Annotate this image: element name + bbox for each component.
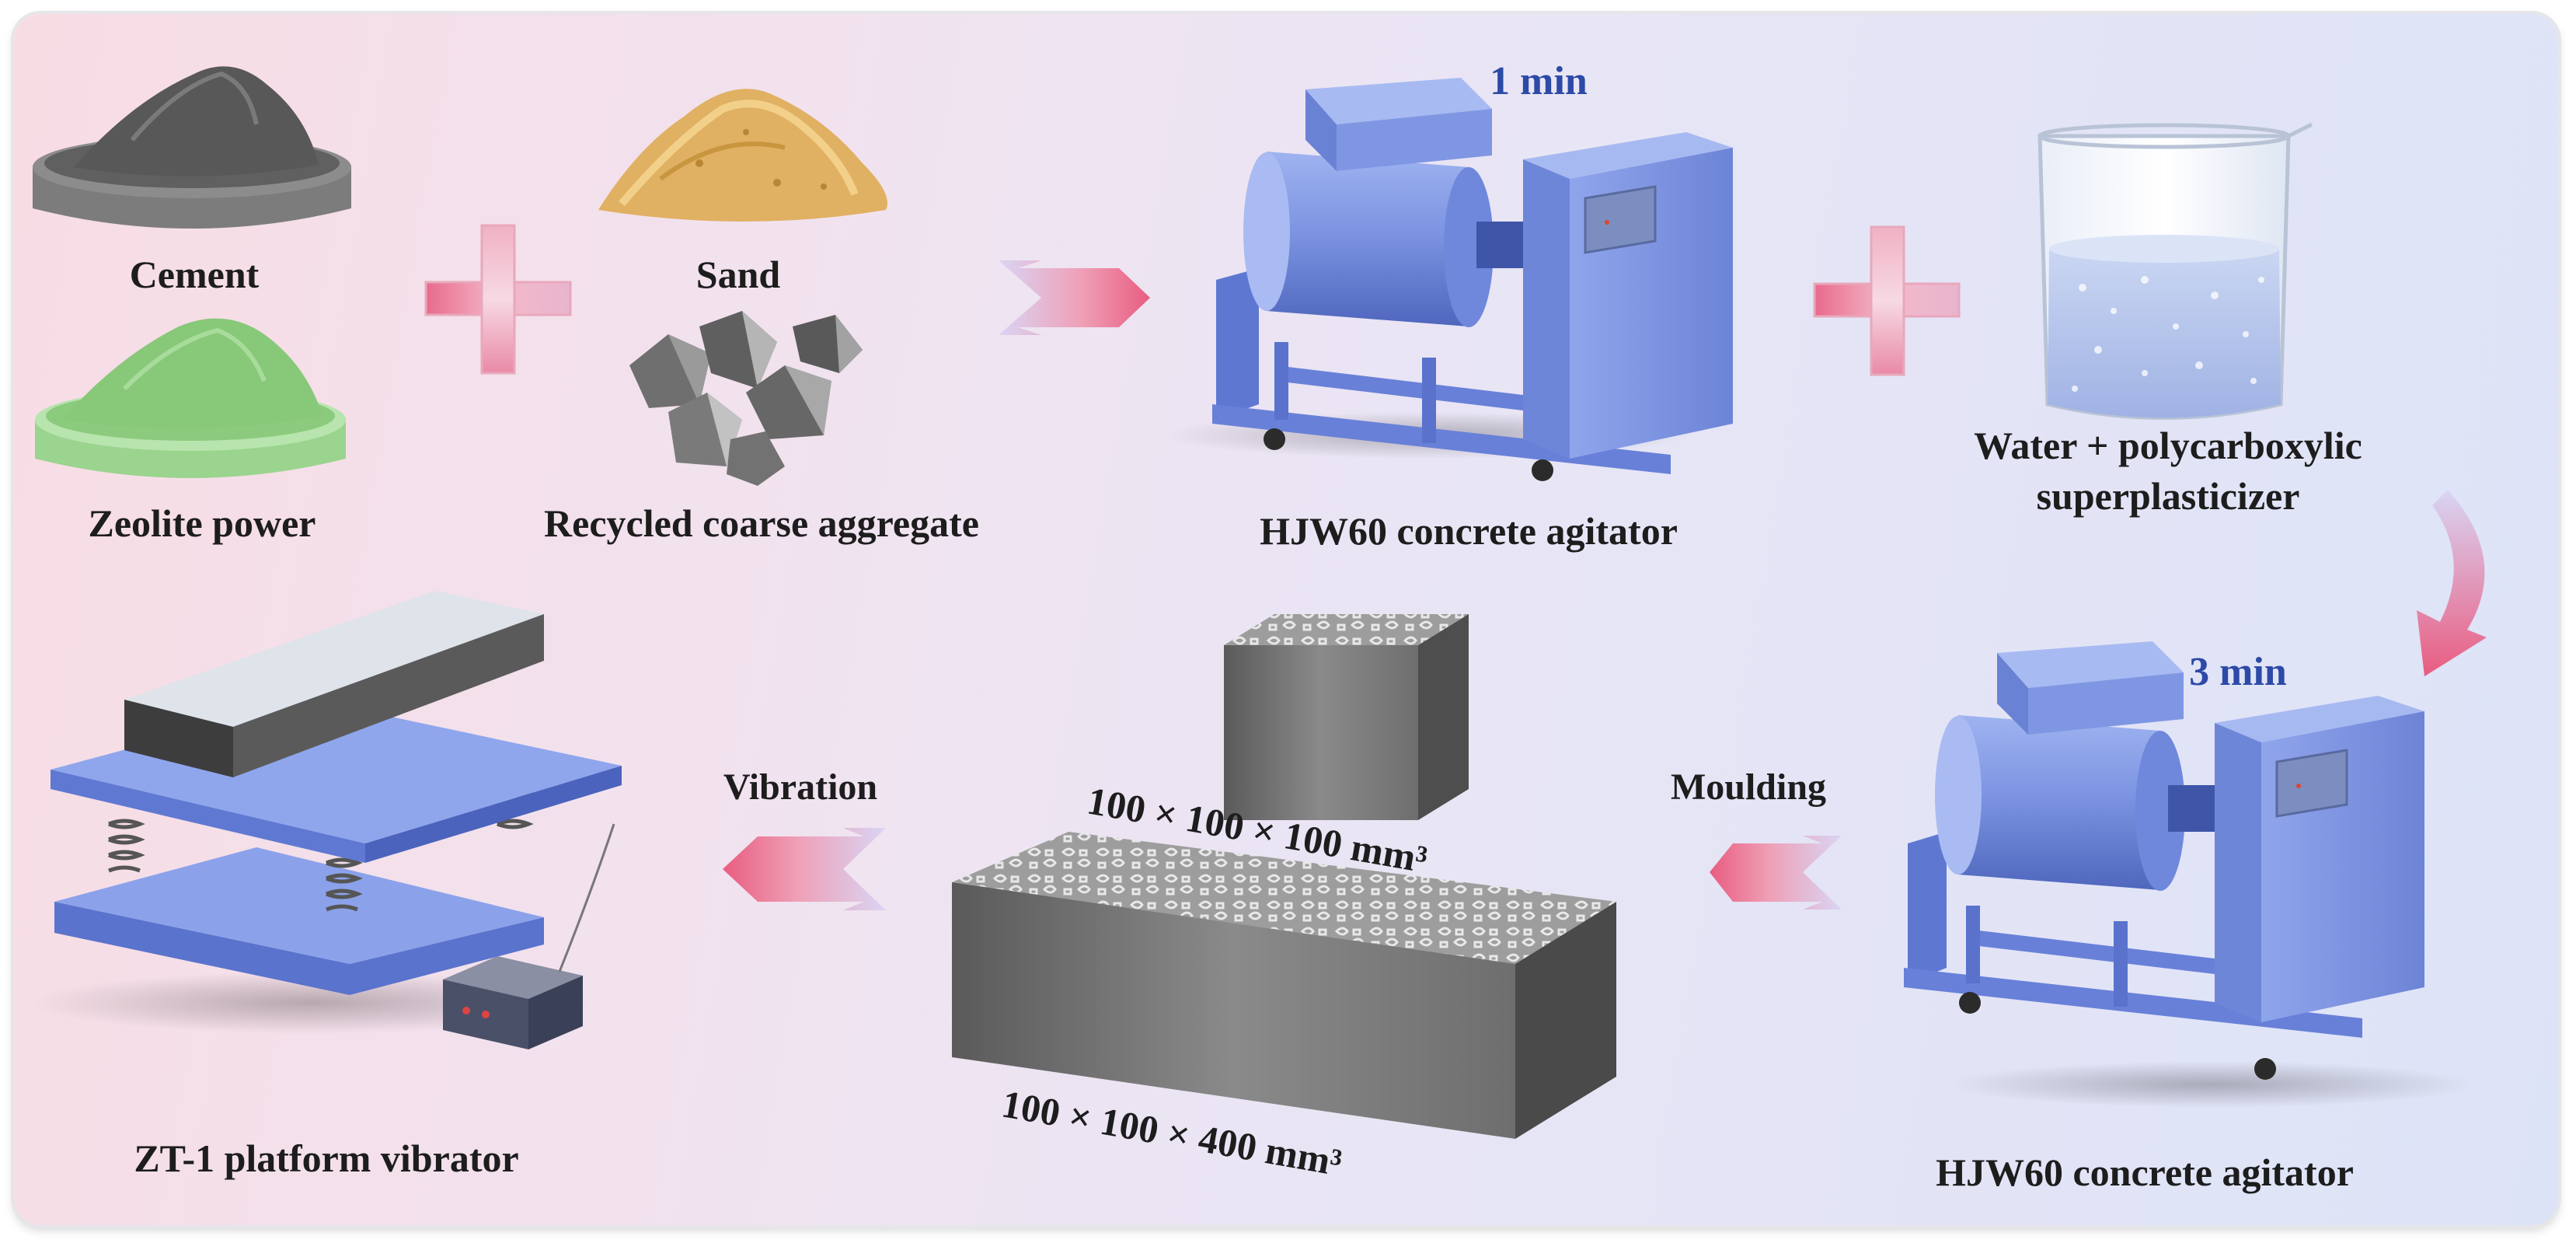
vibrator-label: ZT-1 platform vibrator <box>134 1137 519 1180</box>
water-label-line2: superplasticizer <box>2036 474 2300 518</box>
agitator-2-label: HJW60 concrete agitator <box>1936 1150 2354 1194</box>
agitator-1-label: HJW60 concrete agitator <box>1260 509 1678 553</box>
sand-pile-icon <box>598 89 887 222</box>
plus-icon-1 <box>424 224 572 375</box>
zeolite-dish-icon <box>35 318 346 478</box>
moulding-label: Moulding <box>1670 766 1827 808</box>
cement-label: Cement <box>129 253 260 296</box>
zeolite-label: Zeolite power <box>88 501 316 545</box>
beaker-icon <box>2037 122 2313 420</box>
prism-specimen-icon <box>952 832 1616 1139</box>
mix-time-1-label: 1 min <box>1490 59 1588 103</box>
cement-dish-icon <box>33 66 351 229</box>
sand-label: Sand <box>695 253 781 296</box>
water-label: Water + polycarboxylic <box>1974 424 2362 467</box>
arrow-down-curved-icon <box>2417 490 2487 676</box>
arrow-left-moulding-icon <box>1710 836 1842 910</box>
recycled-aggregate-label: Recycled coarse aggregate <box>544 501 979 545</box>
platform-vibrator-icon <box>31 591 622 1049</box>
vibration-label: Vibration <box>723 766 878 808</box>
recycled-aggregate-icon <box>629 311 863 486</box>
cube-specimen-icon <box>1224 614 1469 820</box>
arrow-left-vibration-icon <box>723 828 886 910</box>
plus-icon-2 <box>1813 225 1961 376</box>
arrow-right-icon <box>999 260 1150 335</box>
agitator-1-icon <box>1162 78 1733 481</box>
agitator-2-icon <box>1904 641 2475 1108</box>
mix-time-2-label: 3 min <box>2189 650 2287 694</box>
